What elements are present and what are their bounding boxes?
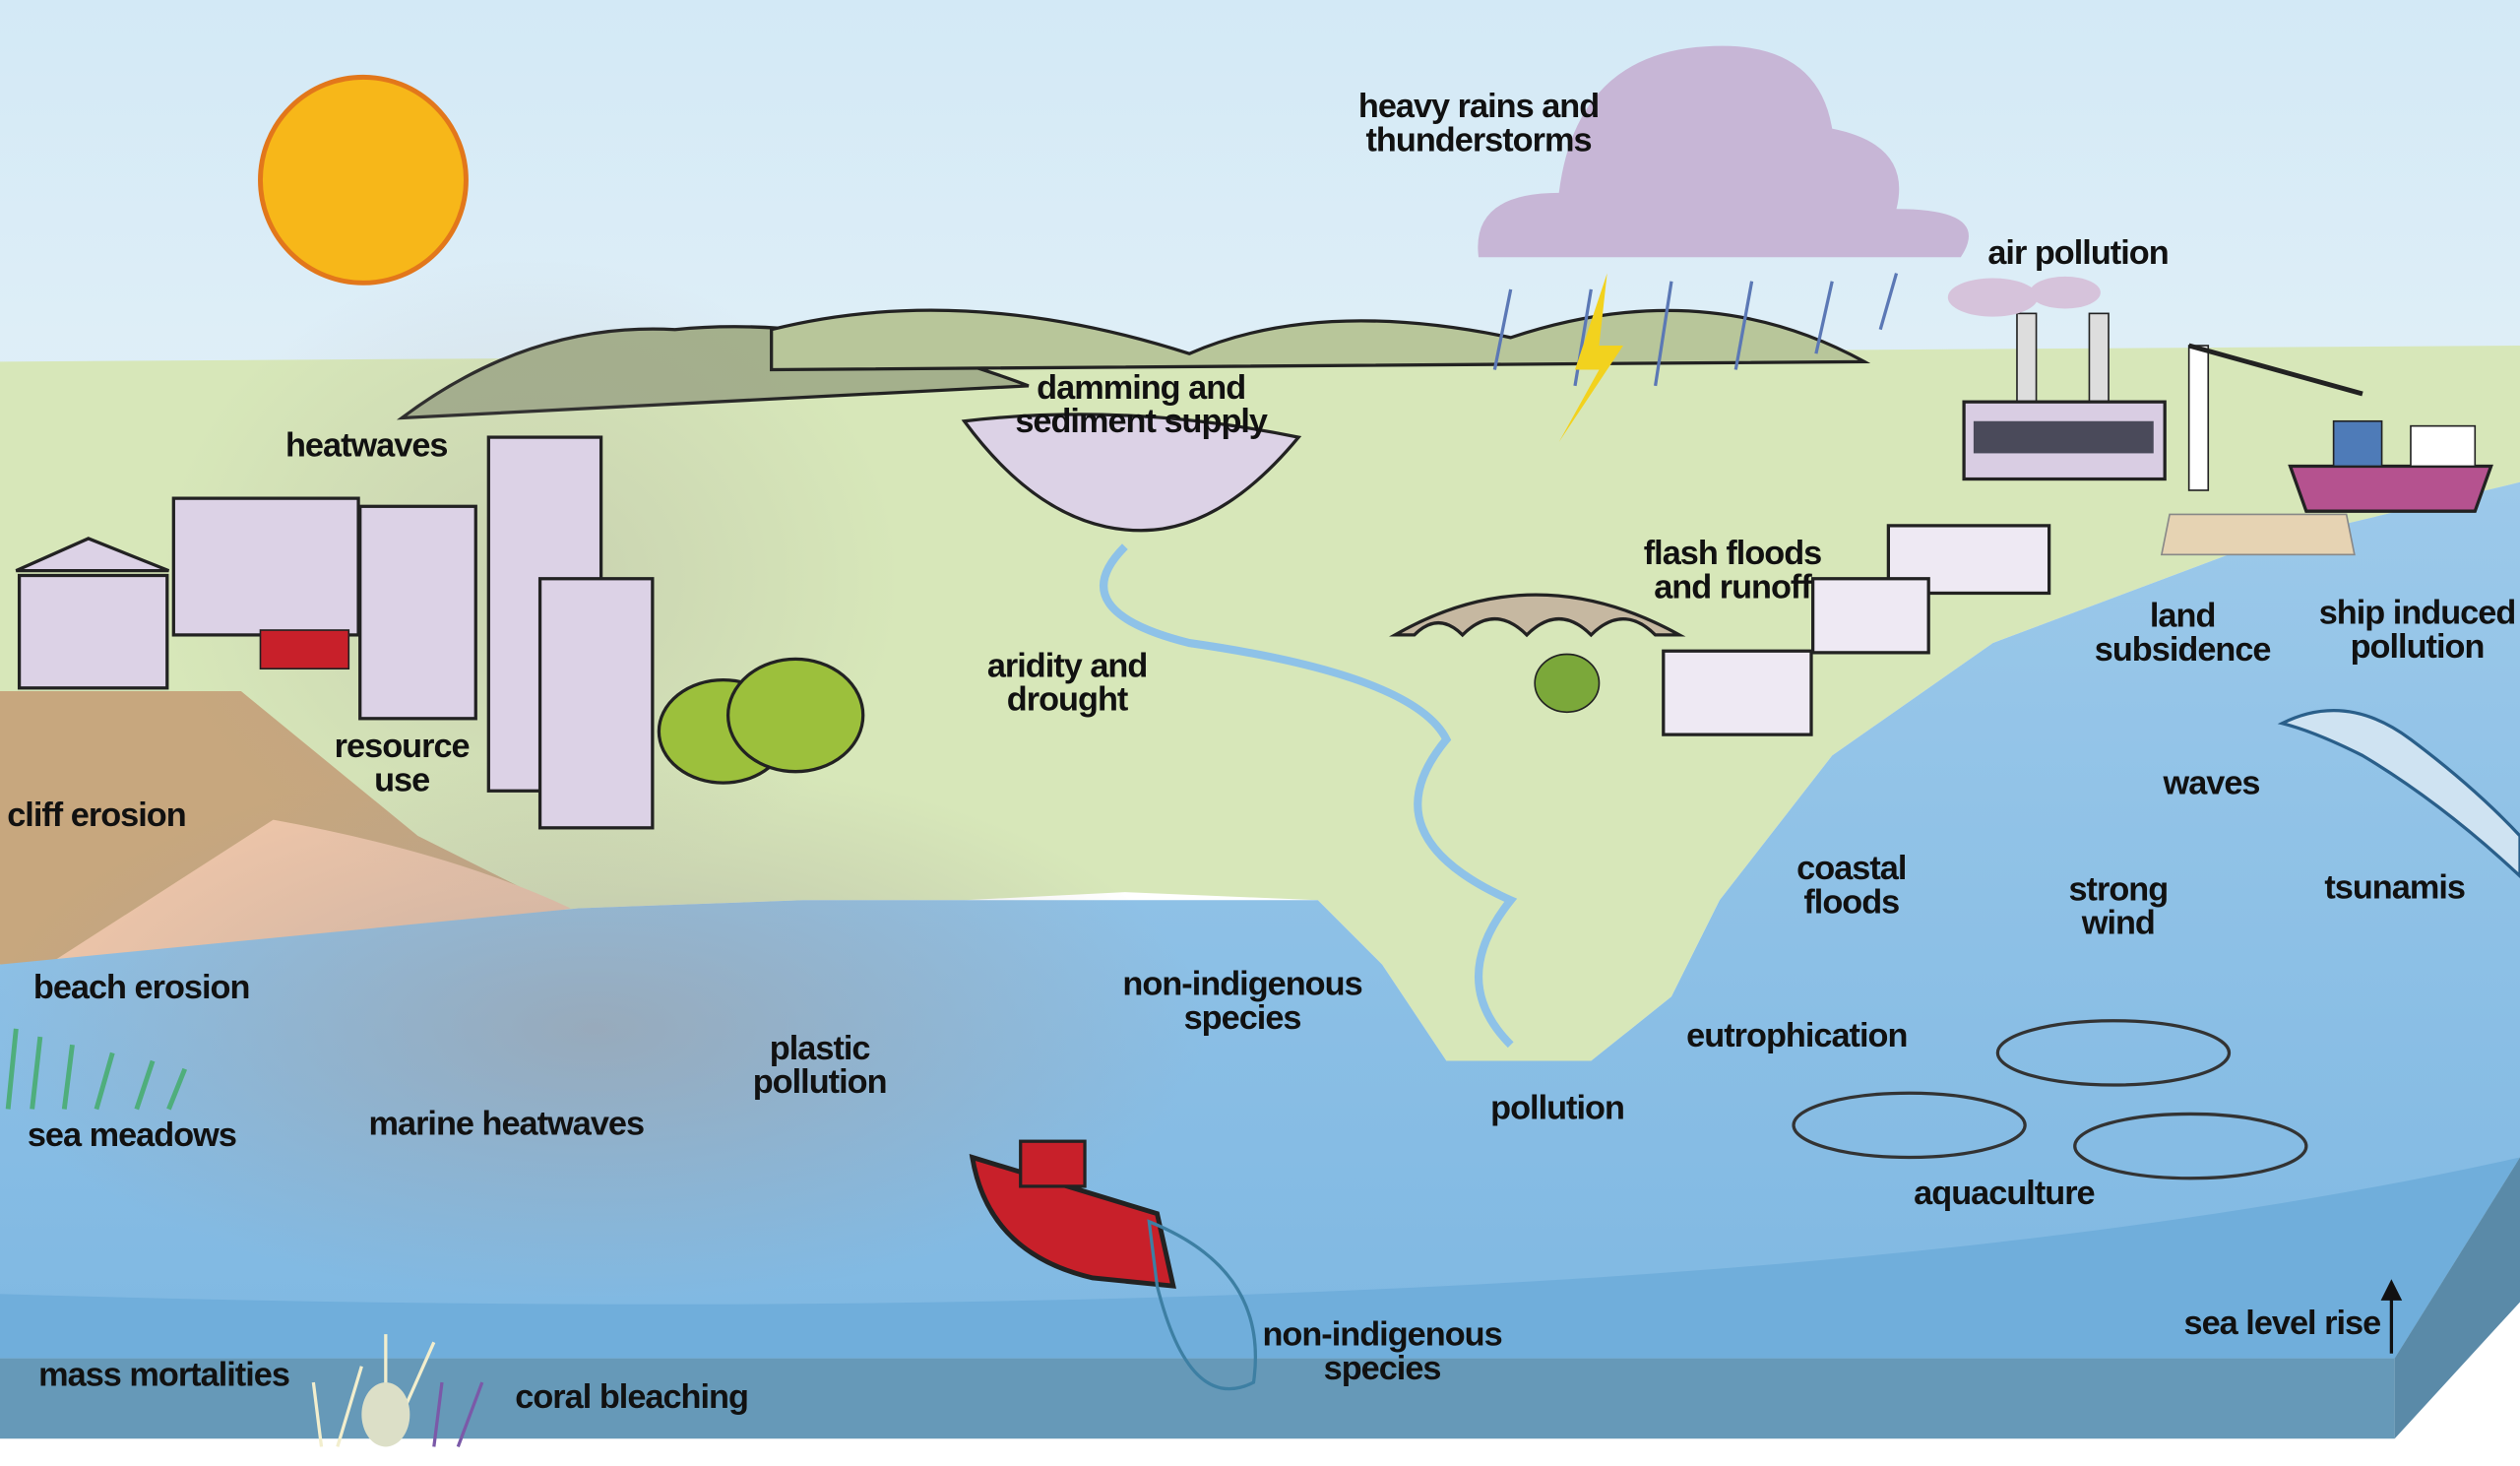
cargo-ship-icon (2160, 343, 2493, 556)
label-line: pollution (2351, 628, 2485, 666)
label-pollution: pollution (1490, 1089, 1624, 1126)
label-cliff-erosion: cliff erosion (7, 797, 185, 834)
marine-heatwave-haze (0, 755, 1206, 1303)
label-line: land (2150, 598, 2216, 635)
factory-icon (1947, 276, 2167, 481)
label-line: aridity and (987, 647, 1148, 684)
label-line: use (374, 761, 429, 798)
label-line: wind (2081, 905, 2155, 942)
fishing-boat-icon (969, 1139, 1258, 1391)
label-line: eutrophication (1686, 1017, 1907, 1054)
coastal-houses-icon (1662, 524, 2051, 736)
label-coral-bleaching: coral bleaching (515, 1378, 748, 1416)
sea-level-arrow-icon (2380, 1279, 2403, 1354)
label-line: non-indigenous (1262, 1316, 1501, 1354)
label-waves: waves (2163, 765, 2260, 802)
label-line: sea level rise (2184, 1305, 2381, 1342)
label-eutrophication: eutrophication (1686, 1017, 1907, 1054)
storm-cloud-icon (1478, 45, 1969, 442)
seabed-edge (2394, 1157, 2520, 1439)
label-beach-erosion: beach erosion (33, 969, 250, 1006)
sun-icon (258, 74, 469, 286)
label-tsunamis: tsunamis (2324, 869, 2465, 907)
label-line: thunderstorms (1366, 121, 1592, 159)
aquaculture-cages-icon (1792, 1019, 2308, 1180)
label-mass-mortalities: mass mortalities (38, 1356, 289, 1393)
river (1100, 543, 1518, 1049)
sea-meadow-icon (5, 1028, 188, 1111)
label-line: species (1184, 999, 1301, 1037)
ambulance-icon (259, 629, 350, 670)
label-line: flash floods (1644, 535, 1822, 572)
label-line: beach erosion (33, 969, 250, 1006)
label-line: sediment supply (1015, 403, 1268, 440)
label-line: coastal (1796, 850, 1906, 887)
tsunami-wave-icon (2277, 709, 2520, 879)
label-line: species (1324, 1350, 1441, 1387)
label-aquaculture: aquaculture (1914, 1175, 2094, 1212)
label-line: pollution (1490, 1089, 1624, 1126)
label-line: mass mortalities (38, 1356, 289, 1393)
label-air-pollution: air pollution (1987, 234, 2168, 272)
label-heatwaves: heatwaves (285, 427, 448, 465)
label-line: heavy rains and (1358, 88, 1599, 125)
label-line: subsidence (2095, 631, 2271, 669)
label-sea-meadows: sea meadows (28, 1116, 236, 1154)
label-line: air pollution (1987, 234, 2168, 272)
label-line: non-indigenous (1122, 966, 1361, 1003)
label-line: aquaculture (1914, 1175, 2094, 1212)
label-line: drought (1007, 681, 1128, 719)
dam-icon (961, 413, 1302, 533)
label-sea-level-rise: sea level rise (2184, 1305, 2381, 1342)
label-line: strong (2068, 870, 2168, 908)
label-line: tsunamis (2324, 869, 2465, 907)
label-line: waves (2163, 765, 2260, 802)
label-line: marine heatwaves (369, 1106, 645, 1143)
label-line: coral bleaching (515, 1378, 748, 1416)
label-line: plastic (770, 1030, 871, 1067)
bridge-icon (1389, 593, 1686, 638)
label-marine-heatwaves: marine heatwaves (369, 1106, 645, 1143)
label-line: pollution (753, 1063, 887, 1101)
trees-icon (657, 653, 1601, 785)
label-line: resource (335, 728, 470, 765)
label-line: ship induced (2319, 594, 2516, 631)
deep-water (0, 1157, 2520, 1359)
label-line: sea meadows (28, 1116, 236, 1154)
label-line: heatwaves (285, 427, 448, 465)
label-line: damming and (1037, 369, 1245, 407)
label-line: and runoff (1654, 568, 1812, 606)
label-line: cliff erosion (7, 797, 185, 834)
label-line: floods (1803, 883, 1899, 921)
city-buildings-icon (15, 435, 655, 830)
coral-icon (311, 1334, 484, 1447)
